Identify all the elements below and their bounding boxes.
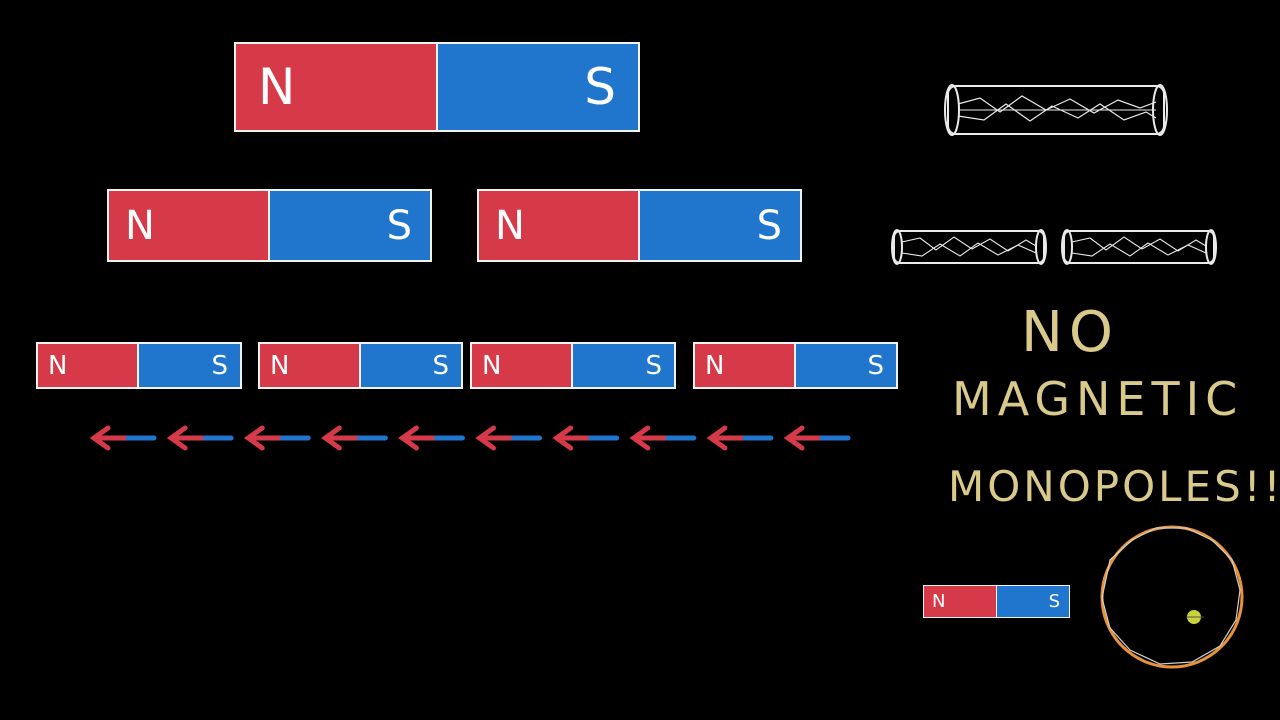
caption-line-3: MONOPOLES!!: [948, 462, 1280, 511]
small-bar-magnet-3: N S: [470, 342, 676, 389]
south-label: S: [867, 350, 884, 381]
south-pole: S: [996, 586, 1069, 617]
pole-divider: [637, 191, 640, 260]
south-pole: S: [573, 344, 674, 387]
north-label: N: [125, 202, 155, 249]
pole-divider: [358, 344, 361, 387]
north-label: N: [932, 591, 946, 612]
south-label: S: [432, 350, 449, 381]
pole-divider: [267, 191, 270, 260]
north-pole: N: [479, 191, 638, 260]
caption-line-2: MAGNETIC: [952, 372, 1244, 426]
field-arrow: [166, 425, 234, 451]
tiny-bar-magnet: N S: [923, 585, 1070, 618]
field-arrow: [706, 425, 774, 451]
south-label: S: [756, 202, 782, 249]
south-label: S: [1048, 591, 1060, 612]
medium-bar-magnet-2: N S: [477, 189, 802, 262]
north-pole: N: [260, 344, 359, 387]
loop-sketch: [1101, 527, 1241, 665]
small-bar-magnet-2: N S: [258, 342, 463, 389]
large-tube: [944, 84, 1168, 136]
south-pole: S: [360, 344, 461, 387]
small-tube-2: [1061, 229, 1217, 265]
north-pole: N: [472, 344, 571, 387]
north-label: N: [705, 350, 725, 381]
north-pole: N: [236, 44, 436, 130]
small-tube-1: [891, 229, 1047, 265]
field-arrow: [321, 425, 388, 451]
field-arrow: [89, 425, 157, 451]
south-label: S: [386, 202, 412, 249]
south-pole: S: [795, 344, 896, 387]
pole-divider: [793, 344, 796, 387]
north-label: N: [258, 58, 296, 116]
south-pole: S: [639, 191, 800, 260]
south-label: S: [645, 350, 662, 381]
field-arrow: [552, 425, 620, 451]
south-pole: S: [269, 191, 430, 260]
north-pole: N: [695, 344, 794, 387]
pole-divider: [137, 344, 139, 387]
field-arrow: [629, 425, 697, 451]
south-pole: S: [139, 344, 240, 387]
south-label: S: [211, 350, 228, 381]
north-pole: N: [38, 344, 137, 387]
north-label: N: [482, 350, 502, 381]
field-arrow: [243, 425, 311, 451]
field-arrow: [783, 425, 851, 451]
north-pole: N: [109, 191, 268, 260]
north-label: N: [495, 202, 525, 249]
north-label: N: [48, 350, 68, 381]
small-bar-magnet-4: N S: [693, 342, 898, 389]
north-pole: N: [924, 586, 996, 617]
pole-divider: [571, 344, 573, 387]
caption-line-1: NO: [1021, 300, 1119, 365]
north-label: N: [270, 350, 290, 381]
south-label: S: [584, 58, 616, 116]
medium-bar-magnet-1: N S: [107, 189, 432, 262]
pole-divider: [995, 586, 997, 617]
field-arrow: [475, 425, 543, 451]
small-bar-magnet-1: N S: [36, 342, 242, 389]
south-pole: S: [438, 44, 638, 130]
pole-divider: [436, 44, 438, 130]
large-bar-magnet: N S: [234, 42, 640, 132]
field-arrow: [398, 425, 465, 451]
